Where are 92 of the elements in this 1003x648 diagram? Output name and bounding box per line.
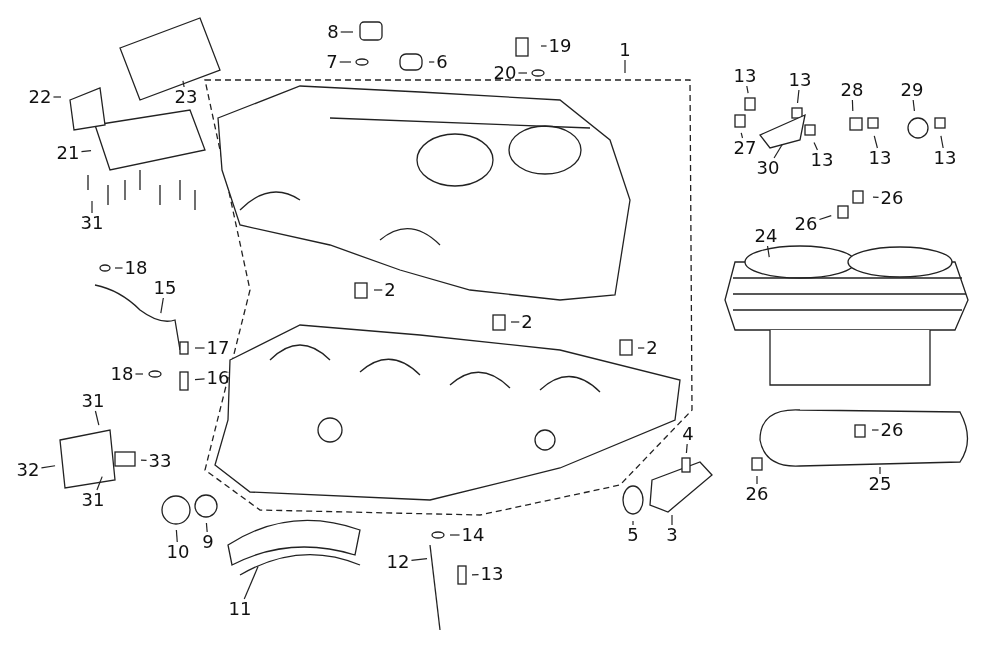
callout-number: 18: [124, 259, 148, 277]
callout-number: 6: [436, 53, 448, 71]
leader-line: [175, 529, 178, 543]
leader-line: [740, 132, 744, 139]
leader-line: [756, 475, 758, 485]
callout-number: 13: [810, 151, 834, 169]
leader-line: [428, 61, 435, 63]
leader-line: [685, 443, 688, 454]
callout-number: 11: [228, 600, 252, 618]
leader-line: [339, 61, 352, 63]
callout-number: 22: [28, 88, 52, 106]
leader-line: [813, 141, 819, 151]
callout-number: 10: [166, 543, 190, 561]
leader-line: [671, 514, 673, 526]
callout-number: 3: [666, 526, 678, 544]
leader-line: [94, 410, 100, 426]
callout-number: 4: [682, 425, 694, 443]
leader-line: [205, 522, 208, 533]
callout-number: 18: [110, 365, 134, 383]
callout-number: 13: [480, 565, 504, 583]
callout-number: 16: [206, 369, 230, 387]
callout-number: 28: [840, 81, 864, 99]
callout-number: 19: [548, 37, 572, 55]
leader-line: [52, 96, 62, 98]
leader-line: [91, 200, 93, 214]
leader-line: [340, 31, 354, 33]
leader-line: [873, 135, 878, 149]
leader-line: [871, 429, 880, 431]
leader-line: [80, 149, 92, 153]
leader-line: [624, 59, 626, 74]
callout-number: 31: [81, 491, 105, 509]
callout-number: 33: [148, 452, 172, 470]
leader-line: [540, 45, 548, 47]
leader-line: [160, 297, 164, 314]
leader-line: [140, 459, 148, 462]
callout-number: 31: [80, 214, 104, 232]
callout-number: 2: [521, 313, 533, 331]
callout-number: 29: [900, 81, 924, 99]
leader-line: [879, 466, 881, 475]
leader-line: [194, 378, 206, 381]
callout-number: 2: [646, 339, 658, 357]
leader-line: [940, 135, 944, 149]
callout-number: 26: [794, 215, 818, 233]
callout-number: 27: [733, 139, 757, 157]
leader-line: [773, 143, 783, 159]
leader-line: [114, 267, 124, 269]
leader-line: [818, 215, 832, 221]
callout-number: 23: [174, 88, 198, 106]
callout-number: 15: [153, 279, 177, 297]
callout-number: 25: [868, 475, 892, 493]
callout-number: 5: [627, 526, 639, 544]
callout-number: 13: [868, 149, 892, 167]
leader-line: [134, 373, 144, 375]
callout-number: 13: [788, 71, 812, 89]
callout-number: 20: [493, 64, 517, 82]
leader-line: [851, 99, 854, 112]
callout-number: 8: [327, 23, 339, 41]
callout-number: 14: [461, 526, 485, 544]
callout-number: 24: [754, 227, 778, 245]
leader-line: [471, 573, 480, 576]
leader-line: [243, 566, 259, 600]
callout-number: 30: [756, 159, 780, 177]
leader-line: [40, 465, 56, 469]
leader-line: [410, 558, 428, 561]
callout-number: 13: [733, 67, 757, 85]
callout-number: 21: [56, 144, 80, 162]
callout-number: 2: [384, 281, 396, 299]
callout-number: 13: [933, 149, 957, 167]
leader-line: [510, 321, 520, 323]
callout-number: 26: [880, 189, 904, 207]
leader-line: [746, 85, 749, 94]
callout-number: 12: [386, 553, 410, 571]
callout-number: 9: [202, 533, 214, 551]
leader-line: [632, 520, 634, 526]
callout-number: 17: [206, 339, 230, 357]
leader-line: [182, 80, 185, 88]
leader-line: [796, 89, 800, 104]
callout-number: 1: [619, 41, 631, 59]
leader-line: [194, 347, 206, 349]
leader-line: [449, 534, 461, 536]
leader-line: [872, 196, 880, 199]
leader-line: [96, 476, 103, 491]
callout-number: 32: [16, 461, 40, 479]
callout-number: 7: [326, 53, 338, 71]
callout-number: 26: [745, 485, 769, 503]
leader-line: [373, 289, 383, 291]
callout-number: 31: [81, 392, 105, 410]
leader-line: [637, 347, 645, 349]
leader-line: [766, 245, 770, 258]
callout-number: 26: [880, 421, 904, 439]
leader-line: [912, 99, 916, 112]
leader-line: [517, 72, 528, 74]
